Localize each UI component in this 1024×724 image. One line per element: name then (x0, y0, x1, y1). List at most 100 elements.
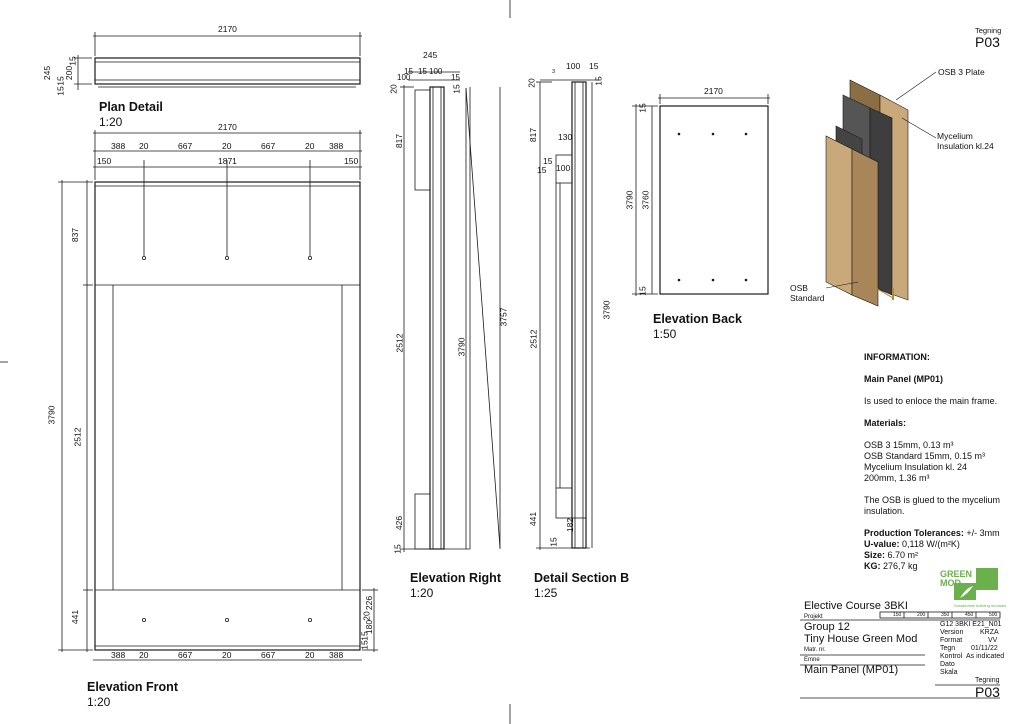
right-dim-outer: 3757 (498, 307, 509, 327)
info-material-3: 200mm, 1.36 m³ (864, 473, 930, 483)
section-dim-130: 130 (558, 132, 573, 142)
section-dim-b15: 15 (537, 165, 547, 175)
front-dim-right-3: 20 (361, 611, 372, 621)
title-block-matr-label: Matr. nr. (804, 647, 826, 653)
info-material-2: Mycelium Insulation kl. 24 (864, 462, 968, 472)
title-block-projekt-label: Projekt (804, 614, 823, 620)
scale-bar-4: 500 (989, 612, 998, 618)
right-dim-total: 3790 (456, 337, 467, 357)
right-dim-base: 15 (392, 544, 403, 554)
plan-dim-depth: 245 (42, 65, 53, 81)
front-dim-top-4: 667 (261, 141, 276, 151)
logo-tagline: Sustainable building modules (954, 603, 1007, 608)
front-dim-bottom-3: 20 (222, 650, 232, 660)
information-panel: INFORMATION: Main Panel (MP01) Is used t… (864, 352, 1004, 583)
back-dim-end-top: 15 (637, 103, 648, 113)
title-block-group: Group 12 (804, 621, 850, 633)
title-block-version-label: Version (940, 629, 964, 636)
scale-bar-3: 450 (965, 612, 974, 618)
info-size: 6.70 m² (887, 550, 919, 560)
info-tolerance-value: +/- 3mm (966, 528, 1000, 538)
front-dim-bottom-6: 388 (329, 650, 344, 660)
front-dim-top-0: 388 (111, 141, 126, 151)
front-dim-right-0: 15 (359, 640, 370, 650)
right-dim-width: 245 (423, 50, 438, 60)
elevation-right-scale: 1:20 (410, 586, 434, 600)
front-dim-side-right: 150 (344, 156, 359, 166)
sheet-number: P03 (975, 34, 1000, 50)
right-dim-middle: 2512 (394, 333, 405, 353)
iso-label-osb3: OSB 3 Plate (938, 67, 985, 77)
info-uvalue-label: U-value: (864, 539, 900, 549)
front-dim-bottom-4: 667 (261, 650, 276, 660)
info-kg-label: KG: (864, 561, 881, 571)
back-dim-end-bottom: 15 (637, 286, 648, 296)
info-note: The OSB is glued to the mycelium insulat… (864, 495, 1001, 516)
front-dim-middle: 2512 (72, 427, 83, 447)
front-dim-bottom: 441 (70, 609, 81, 625)
iso-label-osb-standard: OSB Standard (790, 283, 825, 303)
info-material-0: OSB 3 15mm, 0.13 m³ (864, 440, 954, 450)
title-block-drawing-code: G12 3BKI E21_N01 (940, 621, 1002, 628)
iso-label-mycelium: Mycelium Insulation kl.24 (937, 131, 994, 151)
section-dim-three: 3 (552, 69, 556, 75)
front-dim-bottom-5: 20 (305, 650, 315, 660)
front-dim-height: 3790 (46, 405, 57, 425)
front-dim-top-6: 388 (329, 141, 344, 151)
title-block-subject: Main Panel (MP01) (804, 664, 899, 676)
right-dim-fifteen: 15 (451, 84, 462, 94)
scale-bar-1: 200 (917, 612, 926, 618)
title-block-kontrol-label: Kontrol (940, 653, 963, 660)
front-dim-top-5: 20 (305, 141, 315, 151)
plan-dim-width: 2170 (218, 24, 237, 34)
plan-dim-stack-2: 200 (64, 65, 75, 81)
front-dim-top-2: 667 (178, 141, 193, 151)
front-dim-side-left: 150 (97, 156, 112, 166)
isometric-panel-view (825, 71, 937, 307)
right-dim-top-2: 100 (429, 67, 443, 76)
front-dim-bottom-0: 388 (111, 650, 126, 660)
title-block-course: Elective Course 3BKI (804, 600, 908, 612)
detail-section-drawing (536, 79, 600, 550)
elevation-front-drawing (58, 130, 378, 661)
front-dim-bottom-2: 667 (178, 650, 193, 660)
info-tolerance-label: Production Tolerances: (864, 528, 964, 538)
info-material-1: OSB Standard 15mm, 0.15 m³ (864, 451, 986, 461)
section-dim-top-1: 15 (589, 61, 599, 71)
title-block-tegn-label: Tegn (940, 645, 956, 652)
plan-detail-scale: 1:20 (99, 115, 123, 129)
detail-section-scale: 1:25 (534, 586, 558, 600)
title-block-tegning-label: Tegning (975, 677, 1000, 684)
scale-bar-2: 350 (941, 612, 950, 618)
elevation-front-title: Elevation Front (87, 680, 178, 694)
info-kg: 276,7 kg (883, 561, 918, 571)
section-dim-100: 100 (556, 163, 571, 173)
title-block-dato-label: Dato (940, 661, 955, 668)
elevation-back-title: Elevation Back (653, 312, 742, 326)
title-block-kontrol-value: As indicated (966, 653, 1005, 660)
front-dim-top-1: 20 (139, 141, 149, 151)
right-dim-top-4: 15 (451, 73, 460, 82)
elevation-back-drawing (632, 94, 770, 296)
section-dim-top: 817 (528, 127, 539, 143)
title-block-tegn-value: 01/11/22 (971, 645, 998, 652)
info-heading: INFORMATION: (864, 352, 930, 362)
section-dim-fifteen: 15 (593, 76, 604, 86)
back-dim-total: 3790 (624, 190, 635, 210)
section-dim-total: 3790 (601, 300, 612, 320)
title-block-format-label: Format (940, 637, 963, 644)
info-panel-name: Main Panel (MP01) (864, 374, 944, 384)
title-block-format-value: VV (988, 637, 998, 644)
elevation-back-scale: 1:50 (653, 327, 677, 341)
right-dim-top-1: 15 (418, 67, 427, 76)
right-dim-twenty: 20 (388, 84, 399, 94)
plan-detail-title: Plan Detail (99, 100, 163, 114)
elevation-right-drawing (400, 71, 501, 552)
plan-dim-stack-0: 15 (55, 86, 66, 96)
plan-detail-drawing (74, 32, 362, 90)
info-materials-heading: Materials: (864, 418, 907, 428)
title-block-lines (800, 611, 1001, 699)
info-description: Is used to enloce the main frame. (864, 396, 998, 406)
section-dim-a15: 15 (543, 156, 553, 166)
